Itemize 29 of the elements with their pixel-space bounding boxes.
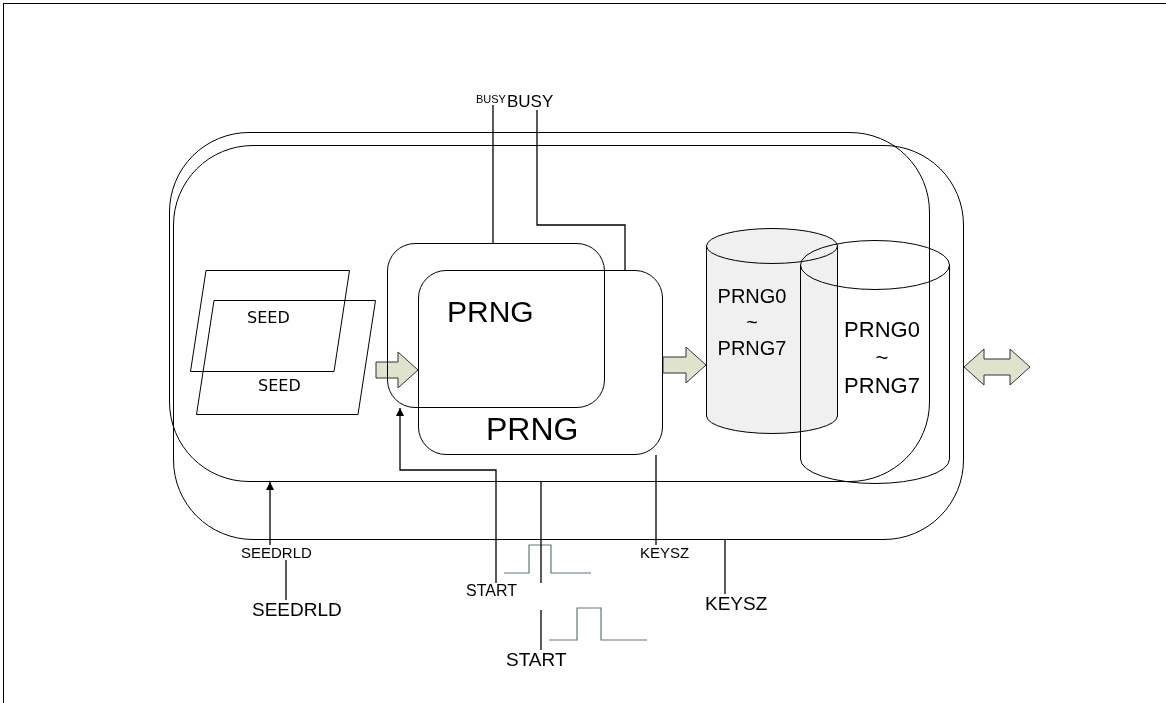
rounded-frame xyxy=(173,145,964,540)
arrow xyxy=(266,481,274,546)
cylinder-label: PRNG0 ~ PRNG7 xyxy=(843,316,921,400)
shape-label: SEED xyxy=(258,378,301,394)
signal-label: KEYSZ xyxy=(640,545,690,560)
signal-line xyxy=(724,539,726,595)
cylinder-label: PRNG0 ~ PRNG7 xyxy=(716,284,788,361)
signal-line xyxy=(655,454,657,546)
signal-line xyxy=(540,481,542,584)
signal-label: SEEDRLD xyxy=(252,600,342,619)
box-label: PRNG xyxy=(447,297,534,327)
signal-label: START xyxy=(506,650,567,669)
process-box xyxy=(387,243,605,408)
signal-label: BUSY xyxy=(476,94,506,105)
shape-label: SEED xyxy=(247,310,290,326)
box-label: PRNG xyxy=(486,413,579,445)
arrow xyxy=(396,407,497,584)
process-box xyxy=(418,270,663,455)
block-arrow xyxy=(963,348,1031,386)
signal-label: KEYSZ xyxy=(705,594,768,613)
signal-line xyxy=(285,559,287,601)
signal-label: BUSY xyxy=(507,93,554,110)
block-arrow xyxy=(375,351,419,389)
signal-line xyxy=(492,104,494,244)
signal-line xyxy=(540,609,542,651)
signal-label: SEEDRLD xyxy=(241,545,312,560)
block-arrow xyxy=(662,346,707,384)
signal-line xyxy=(536,109,626,271)
signal-label: START xyxy=(466,583,517,599)
